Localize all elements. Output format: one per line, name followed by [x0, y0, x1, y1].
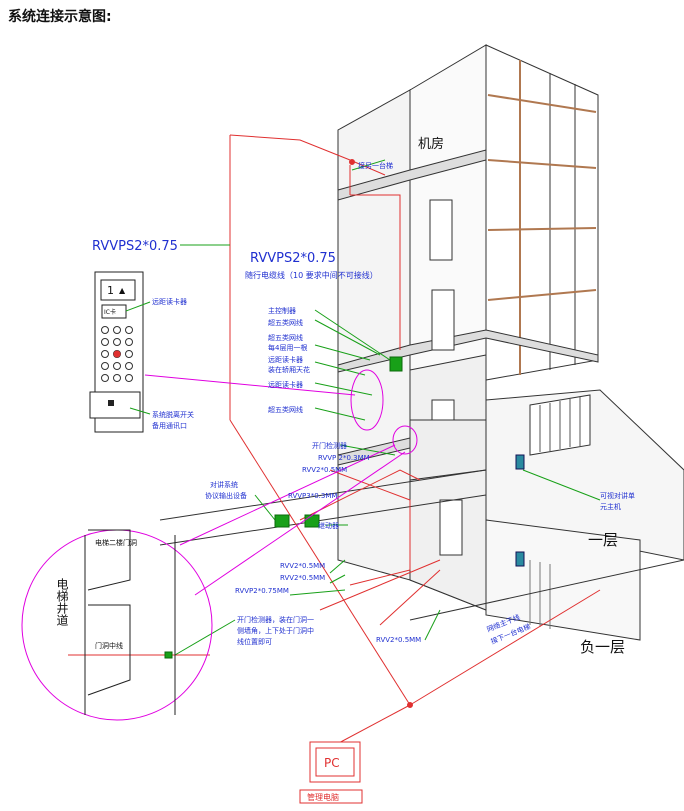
- shaft-detail: [84, 529, 176, 715]
- panel-switch-line: [129, 407, 151, 415]
- detail-shaft-label: 电梯井道: [55, 578, 69, 626]
- label-per-cat5: 每4层用一根: [268, 343, 307, 352]
- pc-label: PC: [324, 756, 340, 770]
- main-controller-box: [389, 356, 403, 372]
- label-door-detector-note-2: 侧墙角，上下处于门洞中: [237, 626, 314, 635]
- wire-rvvp3: RVVP3*0.3MM: [288, 492, 337, 500]
- page-title: 系统连接示意图:: [8, 9, 112, 25]
- basement-intercom-unit: [515, 551, 525, 567]
- wire-right-main: RVVPS2*0.75: [250, 251, 336, 266]
- pc-caption-box: [299, 789, 363, 804]
- panel-arrow: ▲: [119, 286, 126, 295]
- label-mount-on-car: 装在轿厢天花: [268, 365, 310, 374]
- wire-top-note: 接另一台梯: [358, 161, 393, 170]
- floor-basement: 负一层: [580, 638, 625, 656]
- intercom-box: [274, 514, 290, 528]
- wire-rvv2-05-c: RVV2*0.5MM: [280, 574, 325, 582]
- label-door-detector-note-1: 开门检测器，装在门洞一: [237, 615, 314, 624]
- label-cat5-c: 超五类网线: [268, 405, 303, 414]
- detail-door-frame: 电梯二楼门洞: [95, 538, 137, 547]
- label-cat5-b: 超五类网线: [268, 333, 303, 342]
- label-remote-reader-mid: 远距读卡器: [268, 380, 303, 389]
- label-intercom-2: 协议输出设备: [205, 491, 247, 500]
- wire-right-main-note: 随行电缆线（10 要求中间不可接线）: [245, 270, 378, 280]
- pc-caption: 管理电脑: [307, 792, 339, 802]
- green-callouts: [174, 159, 601, 656]
- wire-rvvp2-075: RVVP2*0.75MM: [235, 587, 289, 595]
- label-main-controller: 主控制器: [268, 306, 296, 315]
- label-remote-reader-top: 远距读卡器: [268, 355, 303, 364]
- wire-left-main: RVVPS2*0.75: [92, 239, 178, 254]
- label-intercom-1: 对讲系统: [210, 480, 238, 489]
- label-relay: 继动器: [318, 521, 339, 530]
- panel-reader-line: [125, 301, 151, 312]
- pc-screen: [315, 747, 355, 777]
- wire-rvv2-05: RVV2*0.5MM: [302, 466, 347, 474]
- panel-reader-label: 远距读卡器: [152, 297, 187, 306]
- detail-door-center: 门洞中线: [95, 641, 123, 650]
- panel-backup-intercom: 备用通讯口: [152, 421, 187, 430]
- panel-display: 1: [107, 284, 114, 297]
- label-door-detector-note-3: 线位置即可: [237, 637, 272, 646]
- floor-machine-room: 机房: [418, 136, 444, 152]
- panel-system-switch: 系统脱离开关: [152, 410, 194, 419]
- wire-rvv2-05-b: RVV2*0.5MM: [280, 562, 325, 570]
- building-structure: [159, 44, 684, 641]
- red-wiring: [68, 134, 601, 746]
- visual-intercom-unit: [515, 454, 525, 470]
- label-visual-intercom-1: 可视对讲单: [600, 491, 635, 500]
- wire-rvv2-05-d: RVV2*0.5MM: [376, 636, 421, 644]
- relay-box: [304, 514, 320, 528]
- label-door-detector: 开门检测器: [312, 441, 347, 450]
- label-cat5-a: 超五类网线: [268, 318, 303, 327]
- elevator-panel: [89, 271, 144, 433]
- label-visual-intercom-2: 元主机: [600, 502, 621, 511]
- panel-reader: IC卡: [104, 308, 116, 316]
- floor-1: 一层: [588, 531, 618, 549]
- wire-door-rvvp: RVVP 2*0.3MM: [318, 454, 370, 462]
